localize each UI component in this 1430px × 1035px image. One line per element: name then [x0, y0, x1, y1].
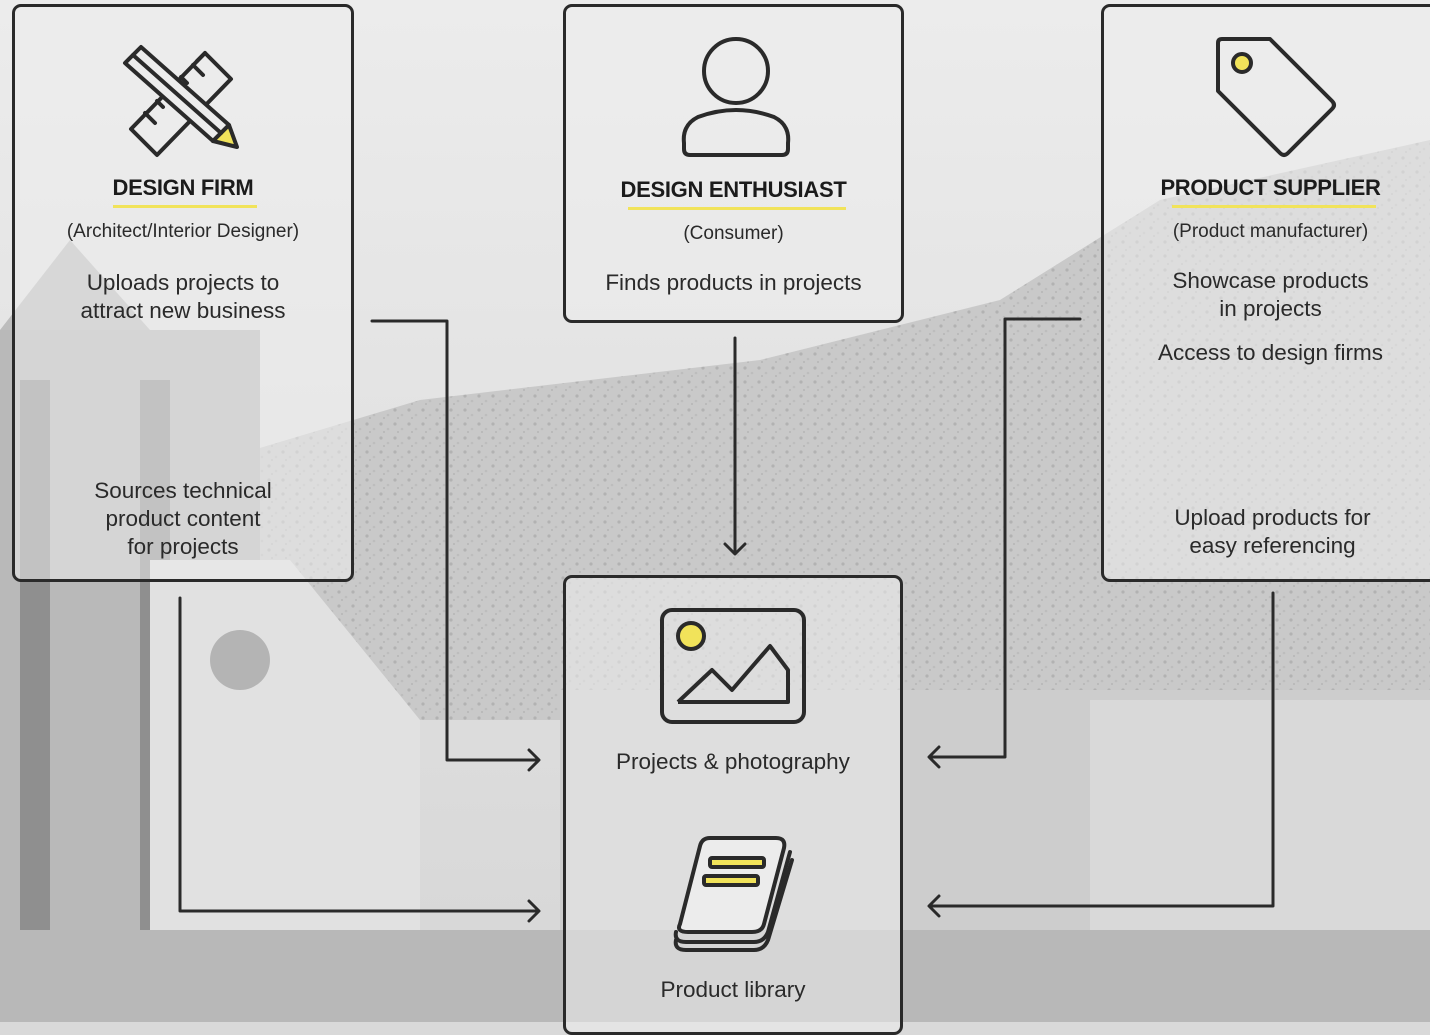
- design-enthusiast-line1: Finds products in projects: [605, 270, 862, 295]
- design-firm-subtitle: (Architect/Interior Designer): [66, 221, 300, 242]
- design-firm-source-line2: product content: [105, 506, 261, 531]
- product-supplier-title: PRODUCT SUPPLIER: [1160, 175, 1381, 200]
- design-firm-title: DESIGN FIRM: [112, 175, 254, 200]
- price-tag-icon: [1216, 37, 1336, 157]
- product-supplier-line2: in projects: [1219, 296, 1322, 321]
- design-enthusiast-box: DESIGN ENTHUSIAST (Consumer) Finds produ…: [563, 4, 904, 323]
- product-library-label: Product library: [660, 977, 806, 1002]
- book-icon: [673, 836, 794, 952]
- product-supplier-box: PRODUCT SUPPLIER (Product manufacturer) …: [1101, 4, 1430, 582]
- ruler-pencil-icon: [123, 45, 239, 157]
- image-icon: [660, 608, 806, 724]
- platform-box: Projects & photography Product library: [563, 575, 903, 1035]
- product-supplier-upload-line2: easy referencing: [1189, 533, 1356, 558]
- person-icon: [681, 37, 791, 157]
- design-firm-box: DESIGN FIRM (Architect/Interior Designer…: [12, 4, 354, 582]
- design-firm-source-line3: for projects: [127, 534, 239, 559]
- design-firm-line1: Uploads projects to: [86, 270, 280, 295]
- design-firm-source-line1: Sources technical: [94, 478, 272, 503]
- product-supplier-line1: Showcase products: [1172, 268, 1369, 293]
- design-enthusiast-title: DESIGN ENTHUSIAST: [620, 177, 847, 202]
- product-supplier-title-underline: [1172, 205, 1376, 208]
- design-enthusiast-title-underline: [628, 207, 846, 210]
- product-supplier-subtitle: (Product manufacturer): [1172, 221, 1369, 242]
- projects-photography-label: Projects & photography: [616, 749, 850, 774]
- design-enthusiast-subtitle: (Consumer): [683, 223, 784, 244]
- design-firm-title-underline: [113, 205, 257, 208]
- design-firm-line2: attract new business: [80, 298, 286, 323]
- product-supplier-line3: Access to design firms: [1157, 340, 1384, 365]
- product-supplier-upload-line1: Upload products for: [1174, 505, 1371, 530]
